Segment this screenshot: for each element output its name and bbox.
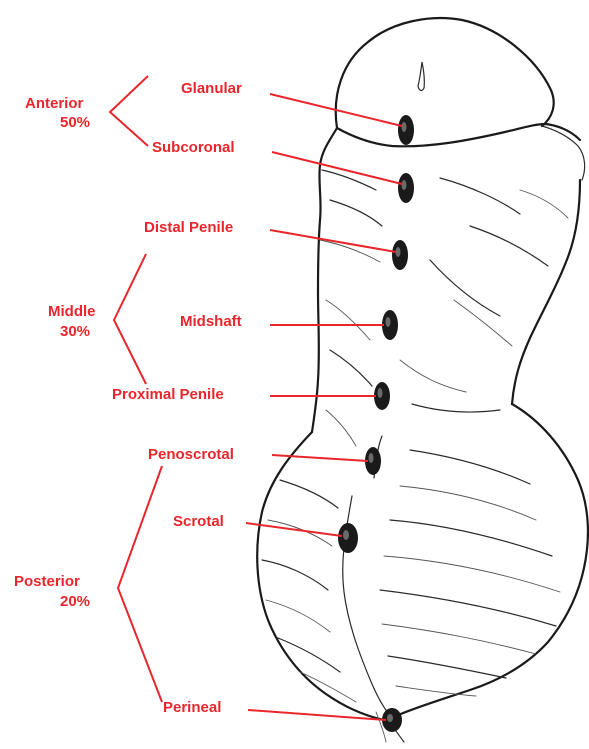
group-name-middle: Middle [48,303,96,320]
leader-distal-penile [270,230,396,252]
leader-subcoronal [272,152,402,184]
site-label-scrotal: Scrotal [173,513,224,530]
site-label-proximal-penile: Proximal Penile [112,386,224,403]
site-markers [338,115,414,732]
group-name-posterior: Posterior [14,573,80,590]
brace-anterior [110,76,148,146]
site-label-penoscrotal: Penoscrotal [148,446,234,463]
group-labels: Anterior 50% Middle 30% Posterior 20% [14,95,96,610]
dot-highlight [387,714,393,722]
leader-scrotal [246,523,342,536]
dot-highlight [369,453,374,463]
brace-middle [114,254,146,384]
dot-highlight [343,530,349,540]
group-percent-anterior: 50% [60,114,90,131]
anatomy-outline [257,18,588,742]
dot-highlight [396,247,401,257]
site-label-midshaft: Midshaft [180,313,242,330]
group-name-anterior: Anterior [25,95,84,112]
group-percent-posterior: 20% [60,593,90,610]
site-label-distal-penile: Distal Penile [144,219,233,236]
brace-posterior [118,466,162,702]
site-label-subcoronal: Subcoronal [152,139,235,156]
dot-highlight [378,388,383,398]
dot-highlight [386,317,391,327]
dot-highlight [402,180,407,190]
dot-highlight [402,122,407,132]
group-percent-middle: 30% [60,323,90,340]
site-label-perineal: Perineal [163,699,221,716]
leader-penoscrotal [272,455,368,461]
site-label-glanular: Glanular [181,80,242,97]
